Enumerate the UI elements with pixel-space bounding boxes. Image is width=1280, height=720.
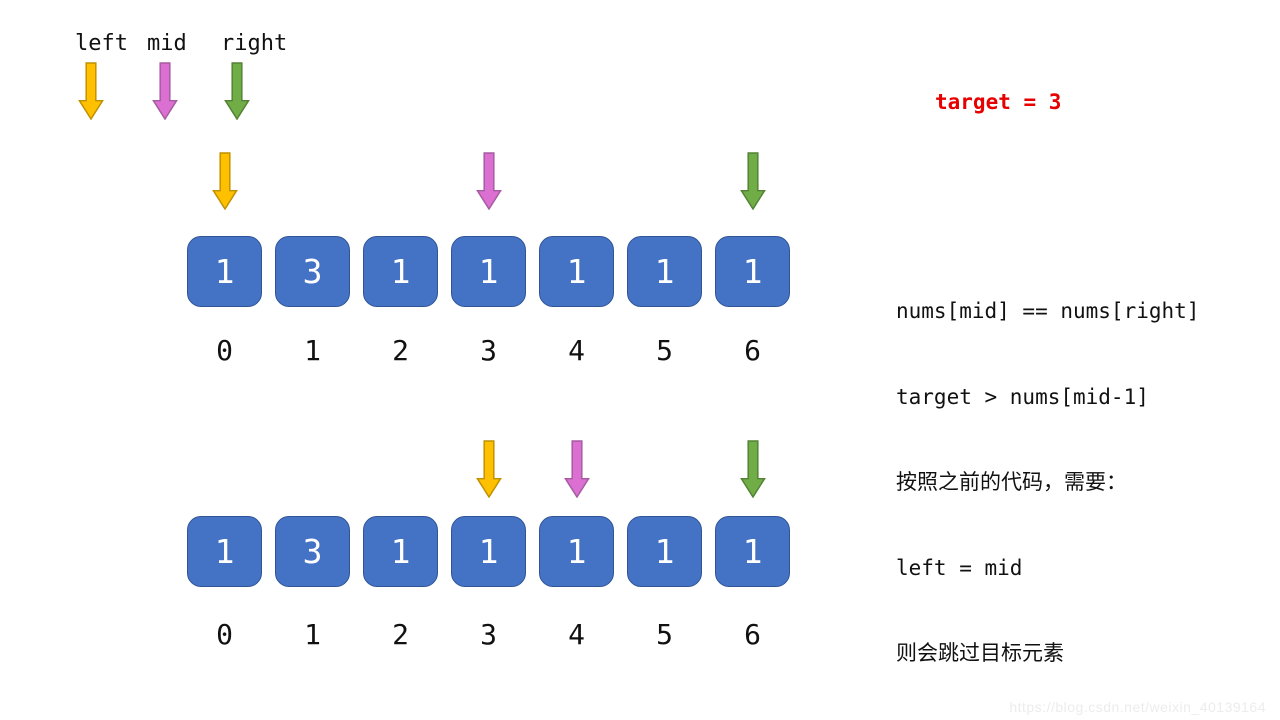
note-line: 则会跳过目标元素 <box>896 641 1064 665</box>
array-cell: 1 <box>539 516 614 587</box>
array-cell: 1 <box>187 236 262 307</box>
target-label: target = 3 <box>935 90 1062 114</box>
left-pointer-arrow <box>475 440 502 498</box>
right-pointer-arrow <box>739 152 766 210</box>
array-cell: 1 <box>627 236 702 307</box>
watermark: https://blog.csdn.net/weixin_40139164 <box>1009 699 1266 715</box>
index-label: 2 <box>392 334 409 367</box>
cell-value: 1 <box>654 252 675 291</box>
note-line: left = mid <box>896 555 1023 580</box>
cell-value: 3 <box>302 532 323 571</box>
index-label: 5 <box>656 334 673 367</box>
array-cell: 1 <box>363 236 438 307</box>
array-cell: 1 <box>539 236 614 307</box>
cell-value: 1 <box>478 532 499 571</box>
array-1: 1 3 1 1 1 1 1 <box>187 236 790 307</box>
legend-label-right: right <box>221 31 288 56</box>
cell-value: 1 <box>214 252 235 291</box>
array-cell: 1 <box>715 516 790 587</box>
array-cell: 1 <box>363 516 438 587</box>
cell-value: 1 <box>390 532 411 571</box>
cell-value: 3 <box>302 252 323 291</box>
index-label: 5 <box>656 618 673 651</box>
array-1-indices: 0 1 2 3 4 5 6 <box>187 334 790 367</box>
index-label: 6 <box>744 618 761 651</box>
index-label: 2 <box>392 618 409 651</box>
mid-arrow-icon <box>152 62 178 120</box>
index-label: 3 <box>480 618 497 651</box>
array-2: 1 3 1 1 1 1 1 <box>187 516 790 587</box>
array-cell: 1 <box>451 236 526 307</box>
legend-label-mid: mid <box>147 31 187 56</box>
legend-label-left: left <box>75 31 128 56</box>
array-cell: 1 <box>627 516 702 587</box>
right-pointer-arrow <box>739 440 766 498</box>
index-label: 0 <box>216 334 233 367</box>
explanation-text: nums[mid] == nums[right] target > nums[m… <box>896 240 1199 720</box>
array-cell: 3 <box>275 236 350 307</box>
index-label: 0 <box>216 618 233 651</box>
array-cell: 3 <box>275 516 350 587</box>
index-label: 4 <box>568 334 585 367</box>
cell-value: 1 <box>566 252 587 291</box>
index-label: 6 <box>744 334 761 367</box>
mid-pointer-arrow <box>563 440 590 498</box>
note-line: target > nums[mid-1] <box>896 384 1149 409</box>
array-2-pointers <box>0 440 1280 498</box>
cell-value: 1 <box>214 532 235 571</box>
cell-value: 1 <box>566 532 587 571</box>
left-pointer-arrow <box>211 152 238 210</box>
cell-value: 1 <box>654 532 675 571</box>
left-arrow-icon <box>78 62 104 120</box>
note-line: nums[mid] == nums[right] <box>896 299 1200 323</box>
array-cell: 1 <box>715 236 790 307</box>
cell-value: 1 <box>742 532 763 571</box>
note-line: 按照之前的代码，需要： <box>896 470 1127 494</box>
array-2-indices: 0 1 2 3 4 5 6 <box>187 618 790 651</box>
cell-value: 1 <box>478 252 499 291</box>
index-label: 1 <box>304 618 321 651</box>
cell-value: 1 <box>390 252 411 291</box>
right-arrow-icon <box>224 62 250 120</box>
mid-pointer-arrow <box>475 152 502 210</box>
array-cell: 1 <box>451 516 526 587</box>
cell-value: 1 <box>742 252 763 291</box>
index-label: 1 <box>304 334 321 367</box>
index-label: 4 <box>568 618 585 651</box>
array-cell: 1 <box>187 516 262 587</box>
index-label: 3 <box>480 334 497 367</box>
array-1-pointers <box>0 152 1280 210</box>
